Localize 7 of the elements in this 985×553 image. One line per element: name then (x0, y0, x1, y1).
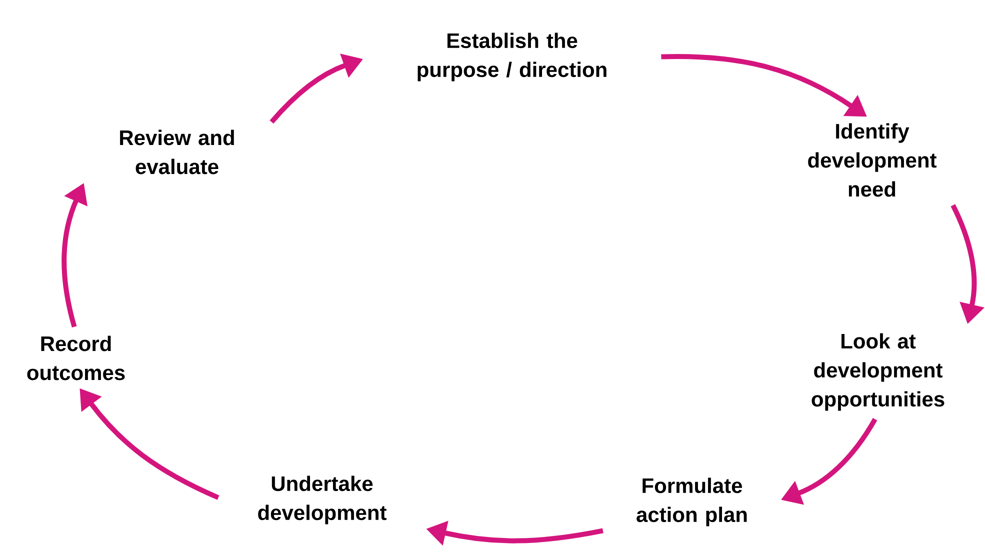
step-label: Establish the purpose / direction (418, 32, 606, 82)
step-label: Undertake development (258, 476, 387, 524)
step-label: Look at development opportunities (812, 333, 944, 411)
step-label: Record outcomes (27, 336, 125, 380)
step-label: Identify development need (808, 123, 937, 197)
step-label: Formulate action plan (636, 478, 747, 526)
step-label: Review and evaluate (120, 130, 234, 174)
